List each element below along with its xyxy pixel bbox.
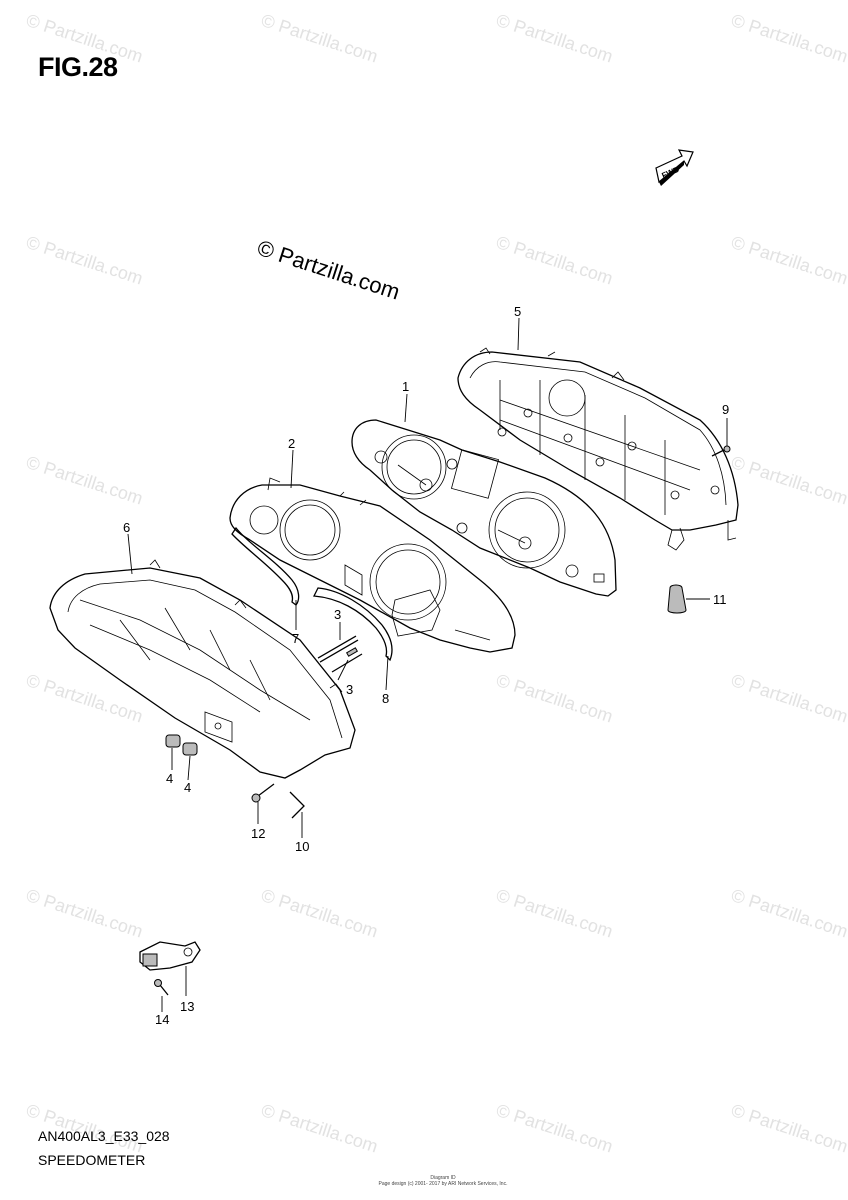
meter-assembly-part (351, 419, 617, 597)
callout-14: 14 (155, 1012, 169, 1027)
forward-arrow-icon: FWD (655, 149, 694, 186)
copyright-line-1: Diagram ID (430, 1175, 456, 1181)
copyright-line-2: Page design (c) 2001- 2017 by ARI Networ… (378, 1181, 508, 1187)
pin-parts-3 (317, 635, 363, 673)
screw-part-12 (251, 783, 275, 803)
cap-part-11 (667, 584, 687, 614)
callout-labels: 1 2 3 3 4 4 5 6 7 8 9 10 11 12 13 14 (123, 304, 729, 1027)
lower-cover-part (49, 559, 356, 779)
copyright-notice: Diagram ID Page design (c) 2001- 2017 by… (368, 1175, 518, 1187)
callout-7: 7 (292, 631, 299, 646)
rear-case-part (457, 347, 739, 551)
sensor-part-13 (139, 941, 201, 971)
callout-5: 5 (514, 304, 521, 319)
callout-2: 2 (288, 436, 295, 451)
callout-9: 9 (722, 402, 729, 417)
figure-title: FIG.28 (38, 52, 118, 82)
diagram-caption: SPEEDOMETER (38, 1152, 146, 1168)
callout-8: 8 (382, 691, 389, 706)
callout-3b: 3 (346, 682, 353, 697)
callout-3a: 3 (334, 607, 341, 622)
ring-part-8 (312, 587, 393, 662)
callout-11: 11 (713, 592, 727, 607)
callout-10: 10 (295, 839, 309, 854)
callout-6: 6 (123, 520, 130, 535)
clip-part-10 (289, 791, 305, 819)
callout-4b: 4 (184, 780, 191, 795)
leader-lines (127, 317, 728, 1012)
callout-13: 13 (180, 999, 194, 1014)
front-panel-part (229, 477, 516, 653)
callout-1: 1 (402, 379, 409, 394)
grommet-parts-4 (165, 734, 198, 756)
bolt-part-14 (154, 979, 169, 996)
diagram-code: AN400AL3_E33_028 (38, 1128, 170, 1144)
callout-4a: 4 (166, 771, 173, 786)
ring-part-7 (231, 526, 300, 606)
callout-12: 12 (251, 826, 265, 841)
